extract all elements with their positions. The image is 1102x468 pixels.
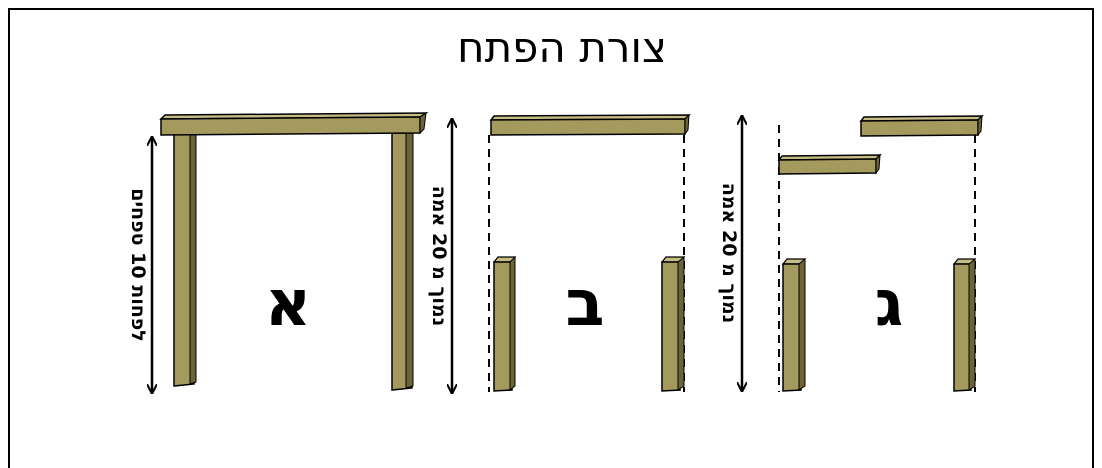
panel-a: לפחות 10 טפחים א bbox=[127, 111, 429, 392]
panel-b: נמוך מ 20 אמה ב bbox=[428, 113, 691, 392]
panel-letter-c: ג bbox=[875, 267, 904, 341]
post-left-a bbox=[173, 130, 197, 387]
panel-letter-b: ב bbox=[565, 267, 604, 341]
lintel-a bbox=[159, 111, 429, 136]
diagram-title: צורת הפתח bbox=[457, 23, 667, 72]
lintel-b bbox=[489, 113, 691, 136]
side-label-b: נמוך מ 20 אמה bbox=[428, 186, 450, 327]
panel-c: נמוך מ 20 אמה bbox=[718, 114, 984, 392]
side-label-c: נמוך מ 20 אמה bbox=[718, 183, 740, 324]
post-right-c bbox=[952, 257, 977, 392]
side-label-a: לפחות 10 טפחים bbox=[127, 188, 149, 342]
post-left-b bbox=[492, 255, 517, 392]
post-left-c bbox=[781, 257, 807, 392]
lintel-lower-c bbox=[777, 153, 882, 175]
panel-letter-a: א bbox=[265, 267, 312, 341]
post-right-a bbox=[391, 130, 414, 391]
diagram-frame bbox=[8, 8, 1094, 468]
post-right-b bbox=[660, 255, 686, 392]
lintel-upper-c bbox=[859, 114, 984, 137]
